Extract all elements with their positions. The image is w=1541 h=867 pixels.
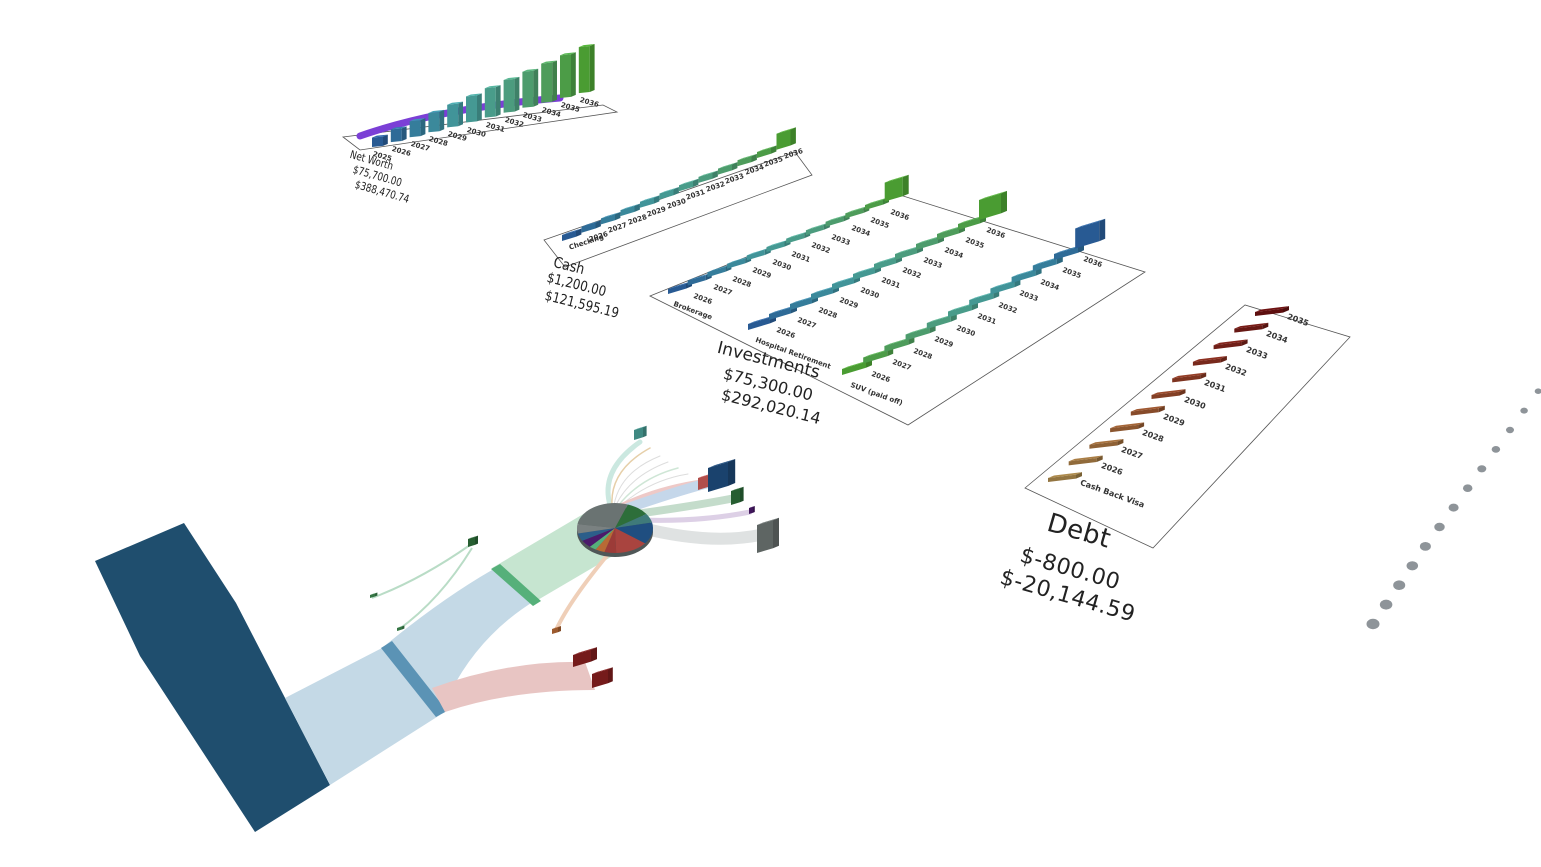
cash-bar <box>659 187 679 200</box>
small-cube-a <box>468 535 478 547</box>
scatter-dot <box>1477 465 1487 473</box>
debt-bar <box>1048 472 1082 482</box>
networth-bar <box>578 44 595 94</box>
small-cube-b <box>370 592 378 598</box>
fan-flow <box>615 461 669 506</box>
debt-flow-ribbon <box>432 661 595 712</box>
debt-cube-a <box>573 647 597 667</box>
debt-bar <box>1234 322 1269 333</box>
investments-bar <box>1075 218 1106 249</box>
scatter-dot <box>1366 618 1380 630</box>
fan-cube-purple <box>749 506 755 514</box>
networth-panel <box>341 44 619 151</box>
networth-bar <box>409 118 426 138</box>
pie-slice <box>604 528 617 553</box>
debt-bar <box>1110 422 1145 433</box>
fan-flow <box>605 439 643 508</box>
networth-bar <box>522 68 539 108</box>
sankey-flows <box>95 425 779 832</box>
cash-bar <box>562 228 582 241</box>
fan-flow <box>611 447 651 506</box>
thin-flow-b <box>397 547 473 631</box>
fan-cube-green <box>731 486 744 505</box>
networth-bar <box>560 52 576 98</box>
pie-slice <box>582 528 615 547</box>
scatter-dots <box>1366 388 1541 630</box>
cash-bar <box>698 170 718 183</box>
pie-slice <box>589 528 615 550</box>
cash-bar <box>679 178 699 192</box>
scatter-dot <box>1393 580 1406 590</box>
debt-plane <box>1024 304 1351 549</box>
networth-bar <box>428 109 445 133</box>
fan-cube-navy <box>708 459 736 492</box>
pie-slice <box>577 528 615 541</box>
networth-bar <box>503 76 520 113</box>
networth-bar <box>466 93 482 123</box>
debt-bar <box>1255 306 1289 316</box>
scatter-dot <box>1491 446 1501 453</box>
flow-band-green <box>491 564 541 606</box>
debt-bar <box>1172 372 1207 383</box>
orange-cube <box>552 625 561 634</box>
fan-cube-gray <box>757 517 779 553</box>
pie-slice <box>615 522 653 544</box>
cash-panel <box>543 127 813 268</box>
income-source-block <box>95 523 330 832</box>
pie-slice <box>577 503 628 528</box>
investments-bar <box>884 174 909 202</box>
fan-flow <box>637 509 753 523</box>
debt-bar <box>1151 389 1186 399</box>
cash-bar <box>718 162 738 175</box>
networth-bar <box>372 134 388 147</box>
thin-flow-a <box>371 544 471 599</box>
debt-bar <box>1130 405 1165 416</box>
cash-bar <box>737 153 757 167</box>
pie-slice <box>615 504 647 528</box>
fan-flow <box>617 467 679 507</box>
investments-panel <box>649 174 1146 426</box>
small-cube-c <box>397 625 405 631</box>
debt-bar <box>1089 438 1124 449</box>
pie-slice <box>615 528 646 553</box>
investments-bar <box>979 190 1007 220</box>
scatter-dot <box>1434 522 1445 532</box>
fan-cube-teal <box>634 425 647 440</box>
networth-bar <box>390 126 407 143</box>
debt-bar <box>1192 355 1227 366</box>
fan-flow <box>636 522 766 545</box>
scatter-dot <box>1419 542 1431 551</box>
scatter-dot <box>1520 407 1528 414</box>
cash-bar <box>581 220 601 233</box>
debt-panel <box>1024 304 1351 549</box>
debt-cube-b <box>592 667 613 688</box>
cash-bar <box>640 195 660 208</box>
fan-flow <box>632 494 739 518</box>
scatter-dot <box>1406 561 1419 571</box>
cash-bar <box>776 127 796 150</box>
pie-slice <box>615 513 653 528</box>
cash-bar <box>620 203 640 217</box>
pie-slice <box>577 524 615 534</box>
fan-flow <box>613 455 661 506</box>
networth-bar <box>541 60 557 103</box>
orange-flow <box>554 550 612 631</box>
debt-bar <box>1068 455 1103 466</box>
bar-panels <box>341 44 1351 549</box>
cash-plane <box>543 151 813 268</box>
networth-bar <box>484 85 501 118</box>
flow-band-blue <box>381 641 447 717</box>
cash-bar <box>757 145 777 158</box>
scatter-dot <box>1448 503 1459 512</box>
networth-plane <box>341 104 619 151</box>
debt-bar <box>1213 339 1248 350</box>
networth-bar <box>447 101 463 128</box>
scatter-dot <box>1379 599 1393 610</box>
pie-slice <box>595 528 615 553</box>
cash-bar <box>601 211 621 225</box>
scatter-dot <box>1534 388 1541 394</box>
scatter-dot <box>1506 426 1514 434</box>
scatter-dot <box>1462 484 1473 493</box>
